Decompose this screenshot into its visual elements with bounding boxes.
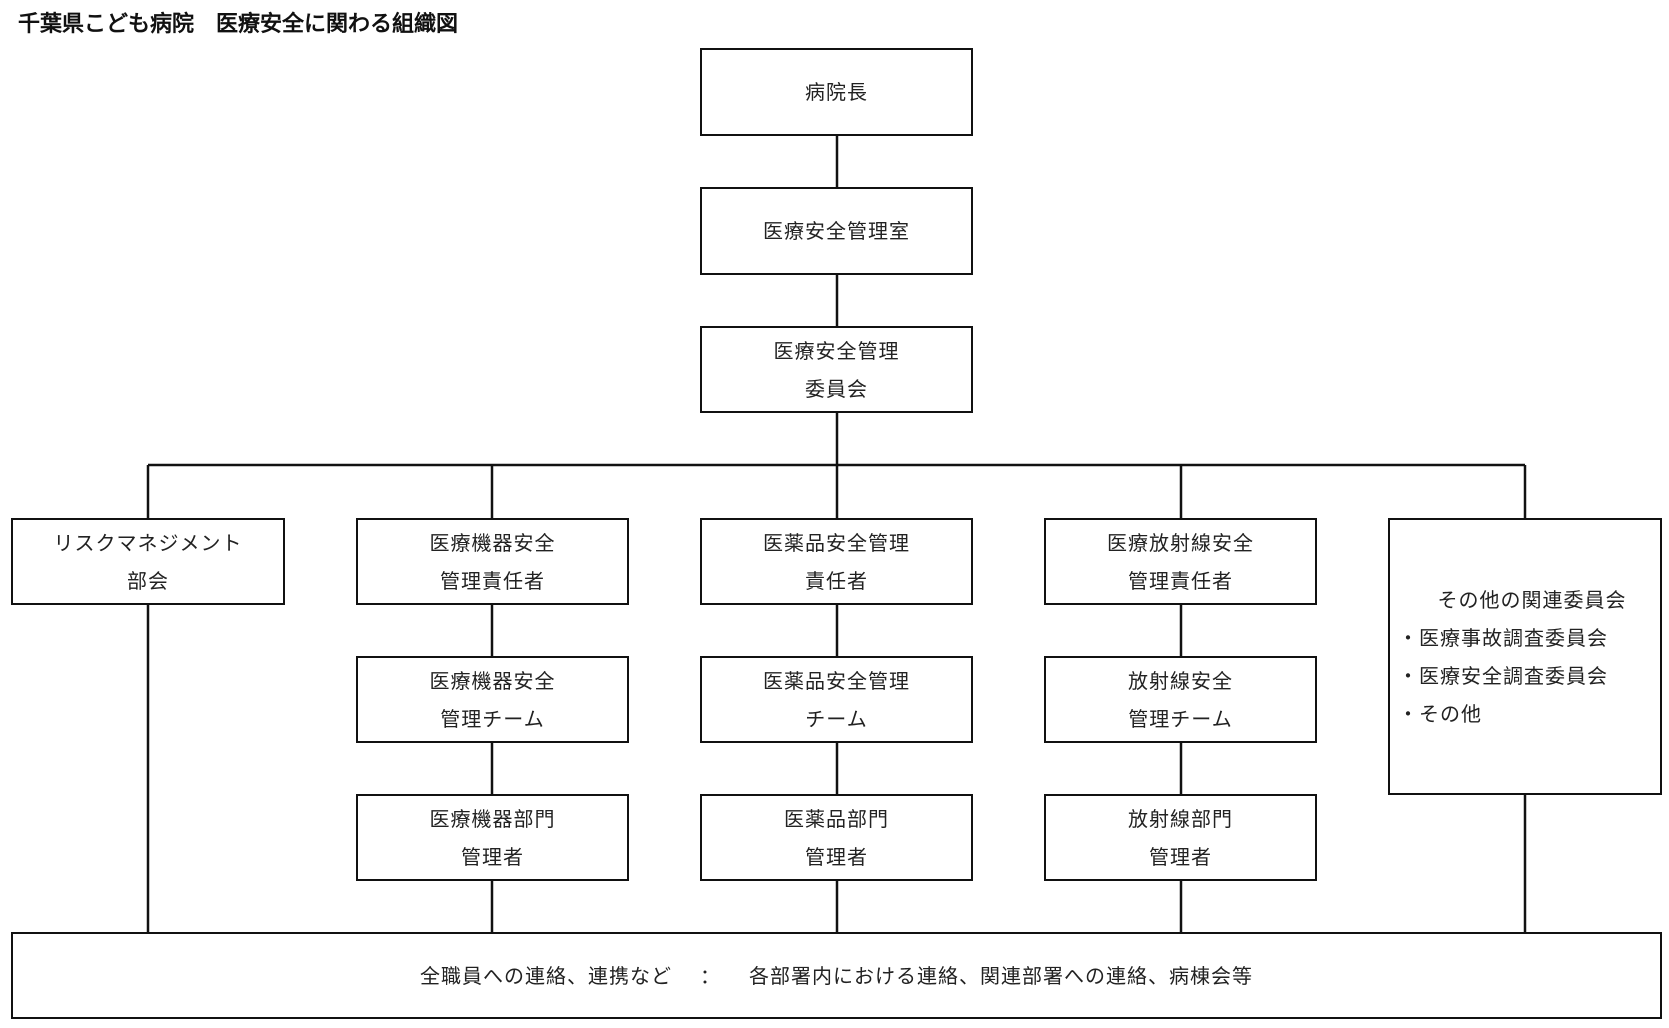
node-director: 病院長 [700,48,973,136]
communication-separator: ： [700,963,721,988]
node-other-committees-heading: その他の関連委員会 [1437,587,1627,612]
communication-departments: 各部署内における連絡、関連部署への連絡、病棟会等 [749,963,1253,988]
node-director-line-1: 病院長 [805,80,868,104]
node-other-committees-item-1: ・医療事故調査委員会 [1398,625,1608,650]
node-other-committees-item-3: ・その他 [1398,701,1482,726]
node-drug-team-line-1: 医薬品安全管理 [763,668,910,693]
node-device-team-line-2: 管理チーム [440,706,545,731]
communication-all-staff: 全職員への連絡、連携など [420,963,672,988]
node-safety-office-line-1: 医療安全管理室 [763,219,910,243]
node-drug-dept-line-1: 医薬品部門 [784,806,889,831]
node-device-manager-line-2: 管理責任者 [440,568,545,593]
node-drug-dept: 医薬品部門 管理者 [700,794,973,881]
node-safety-committee-line-1: 医療安全管理 [773,338,900,363]
node-device-manager-line-1: 医療機器安全 [429,530,556,555]
node-other-committees: その他の関連委員会 ・医療事故調査委員会 ・医療安全調査委員会 ・その他 [1388,518,1662,795]
node-device-dept-line-2: 管理者 [461,844,524,869]
node-drug-manager-line-1: 医薬品安全管理 [763,530,910,555]
node-radiation-team-line-1: 放射線安全 [1128,668,1233,693]
node-device-team: 医療機器安全 管理チーム [356,656,629,743]
node-risk-management-line-2: 部会 [127,568,169,593]
node-risk-management: リスクマネジメント 部会 [11,518,285,605]
node-drug-manager: 医薬品安全管理 責任者 [700,518,973,605]
node-communication-bar: 全職員への連絡、連携など ： 各部署内における連絡、関連部署への連絡、病棟会等 [11,932,1662,1019]
node-radiation-team-line-2: 管理チーム [1128,706,1233,731]
node-drug-dept-line-2: 管理者 [805,844,868,869]
node-device-dept-line-1: 医療機器部門 [429,806,556,831]
node-safety-committee-line-2: 委員会 [805,376,868,401]
node-device-team-line-1: 医療機器安全 [429,668,556,693]
node-radiation-manager-line-2: 管理責任者 [1128,568,1233,593]
node-radiation-dept: 放射線部門 管理者 [1044,794,1317,881]
node-safety-committee: 医療安全管理 委員会 [700,326,973,413]
node-radiation-dept-line-1: 放射線部門 [1128,806,1233,831]
node-radiation-team: 放射線安全 管理チーム [1044,656,1317,743]
node-drug-team-line-2: チーム [805,706,868,731]
node-drug-team: 医薬品安全管理 チーム [700,656,973,743]
node-radiation-dept-line-2: 管理者 [1149,844,1212,869]
node-radiation-manager: 医療放射線安全 管理責任者 [1044,518,1317,605]
node-safety-office: 医療安全管理室 [700,187,973,275]
page-title: 千葉県こども病院 医療安全に関わる組織図 [18,12,459,37]
node-other-committees-item-2: ・医療安全調査委員会 [1398,663,1608,688]
node-risk-management-line-1: リスクマネジメント [53,530,243,555]
node-device-manager: 医療機器安全 管理責任者 [356,518,629,605]
node-device-dept: 医療機器部門 管理者 [356,794,629,881]
node-drug-manager-line-2: 責任者 [805,568,868,593]
node-radiation-manager-line-1: 医療放射線安全 [1107,530,1254,555]
